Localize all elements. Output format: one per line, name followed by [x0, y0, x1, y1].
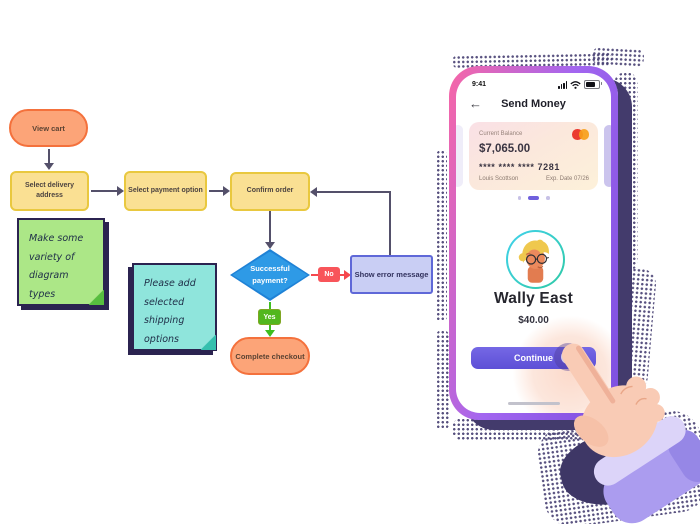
card-holder-name: Louis Scottson	[479, 176, 519, 182]
card-number-masked: **** **** **** 7281	[479, 162, 560, 172]
sticky-note-green[interactable]: Make some variety of diagram types	[17, 218, 105, 306]
arrowhead-down-icon	[44, 163, 54, 170]
noise-texture	[591, 46, 645, 68]
balance-label: Current Balance	[479, 131, 523, 137]
node-complete-checkout[interactable]: Complete checkout	[230, 337, 310, 375]
node-select-payment-option[interactable]: Select payment option	[124, 171, 207, 211]
connector-payment-confirm	[209, 190, 223, 192]
arrowhead-right-icon	[117, 186, 124, 196]
sticky-note-teal[interactable]: Please add selected shipping options	[132, 263, 217, 351]
card-expiry: Exp. Date 07/26	[545, 176, 589, 182]
pointing-hand-illustration	[561, 343, 700, 524]
card-pagination[interactable]	[456, 196, 611, 200]
arrowhead-down-icon	[265, 242, 275, 249]
node-view-cart[interactable]: View cart	[9, 109, 88, 147]
recipient-name: Wally East	[494, 290, 573, 307]
signal-icon	[558, 81, 567, 89]
node-label: Show error message	[354, 270, 429, 279]
connector-error-loop-horizontal	[317, 191, 391, 193]
arrowhead-right-icon	[344, 270, 351, 280]
person-avatar-illustration	[510, 234, 561, 285]
node-label: View cart	[32, 123, 65, 133]
connector-viewcart-delivery	[48, 149, 50, 163]
status-icons	[558, 79, 602, 89]
carousel-next-card	[604, 125, 611, 187]
noise-texture	[614, 72, 638, 272]
battery-icon	[584, 79, 602, 89]
node-select-delivery-address[interactable]: Select delivery address	[10, 171, 89, 211]
node-confirm-order[interactable]: Confirm order	[230, 172, 310, 211]
edge-label-yes: Yes	[258, 309, 281, 325]
back-arrow-icon[interactable]: ←	[469, 96, 482, 111]
noise-texture	[436, 150, 447, 322]
balance-card[interactable]: Current Balance $7,065.00 **** **** ****…	[469, 122, 598, 190]
transfer-amount: $40.00	[518, 315, 549, 326]
connector-confirm-decision	[269, 211, 271, 242]
app-header: ← Send Money	[456, 97, 611, 113]
clock-text: 9:41	[472, 81, 487, 88]
node-label: Select payment option	[128, 186, 203, 194]
node-label: Complete checkout	[235, 351, 305, 361]
node-label: Select delivery address	[24, 181, 75, 200]
folded-corner-icon	[89, 290, 104, 305]
arrowhead-down-icon	[265, 330, 275, 337]
page-dot[interactable]	[546, 196, 550, 200]
arrowhead-left-icon	[310, 187, 317, 197]
arrowhead-right-icon	[223, 186, 230, 196]
home-indicator	[507, 402, 560, 405]
node-show-error-message[interactable]: Show error message	[350, 255, 433, 294]
connector-delivery-payment	[91, 190, 117, 192]
mastercard-icon	[572, 129, 589, 140]
node-label: Confirm order	[246, 187, 294, 195]
edge-label-no: No	[318, 267, 340, 282]
noise-texture	[436, 330, 449, 430]
balance-amount: $7,065.00	[479, 143, 531, 155]
recipient-avatar	[506, 230, 565, 289]
page-dot[interactable]	[517, 196, 521, 200]
folded-corner-icon	[201, 335, 216, 350]
node-successful-payment-decision[interactable]: Successful payment?	[230, 249, 310, 301]
sticky-note-text: Please add selected shipping options	[144, 278, 196, 345]
node-label: Successful payment?	[250, 264, 290, 285]
connector-error-loop-vertical	[389, 192, 391, 255]
sticky-note-text: Make some variety of diagram types	[29, 233, 84, 300]
wifi-icon	[570, 80, 581, 89]
carousel-prev-card	[456, 125, 463, 187]
page-dot-active[interactable]	[528, 196, 539, 200]
card-footer: Louis Scottson Exp. Date 07/26	[479, 176, 589, 182]
status-bar: 9:41	[472, 79, 602, 89]
page-title: Send Money	[501, 98, 566, 110]
